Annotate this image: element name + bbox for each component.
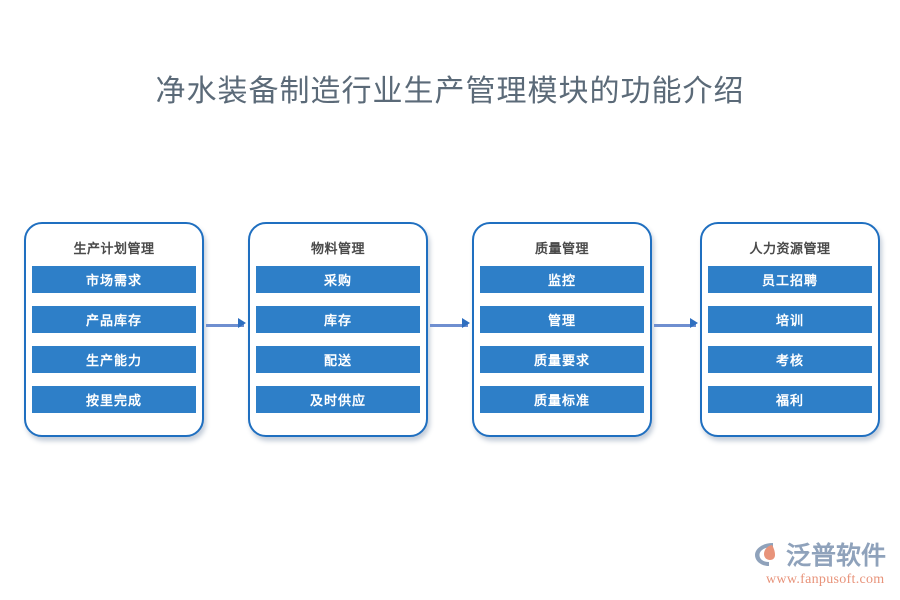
flow-card-header: 质量管理 [534,241,589,256]
connector-line [654,324,696,327]
flow-card-material[interactable]: 物料管理 采购 库存 配送 及时供应 [248,222,428,437]
flow-card-items: 监控 管理 质量要求 质量标准 [480,266,644,413]
flow-item[interactable]: 质量标准 [480,386,644,413]
flow-card-quality[interactable]: 质量管理 监控 管理 质量要求 质量标准 [472,222,652,437]
flow-item[interactable]: 员工招聘 [708,266,872,293]
flow-item[interactable]: 生产能力 [32,346,196,373]
flow-item[interactable]: 及时供应 [256,386,420,413]
flow-item[interactable]: 采购 [256,266,420,293]
flow-item[interactable]: 按里完成 [32,386,196,413]
watermark-brand-row: 泛普软件 [752,536,886,572]
flow-card-production-plan[interactable]: 生产计划管理 市场需求 产品库存 生产能力 按里完成 [24,222,204,437]
arrow-right-icon [462,318,470,328]
fanpu-logo-icon [752,539,782,569]
process-flow-diagram: 生产计划管理 市场需求 产品库存 生产能力 按里完成 物料管理 采购 库存 配送… [0,222,900,438]
flow-item[interactable]: 管理 [480,306,644,333]
watermark-brand-text: 泛普软件 [786,543,887,570]
flow-item[interactable]: 产品库存 [32,306,196,333]
arrow-right-icon [690,318,698,328]
flow-item[interactable]: 配送 [256,346,420,373]
flow-item[interactable]: 监控 [480,266,644,293]
flow-item[interactable]: 考核 [708,346,872,373]
watermark: 泛普软件 www.fanpusoft.com [752,536,892,594]
flow-card-items: 采购 库存 配送 及时供应 [256,266,420,413]
flow-card-items: 员工招聘 培训 考核 福利 [708,266,872,413]
flow-item[interactable]: 质量要求 [480,346,644,373]
watermark-url-text: www.fanpusoft.com [766,572,885,587]
page-title: 净水装备制造行业生产管理模块的功能介绍 [155,75,745,108]
flow-card-header: 人力资源管理 [749,241,831,256]
flow-card-human-resources[interactable]: 人力资源管理 员工招聘 培训 考核 福利 [700,222,880,437]
flow-item[interactable]: 福利 [708,386,872,413]
flow-card-header: 生产计划管理 [73,241,155,256]
flow-card-header: 物料管理 [310,241,365,256]
flow-item[interactable]: 库存 [256,306,420,333]
flow-item[interactable]: 培训 [708,306,872,333]
connector-line [206,324,244,327]
connector-line [430,324,468,327]
arrow-right-icon [238,318,246,328]
flow-item[interactable]: 市场需求 [32,266,196,293]
flow-card-items: 市场需求 产品库存 生产能力 按里完成 [32,266,196,413]
